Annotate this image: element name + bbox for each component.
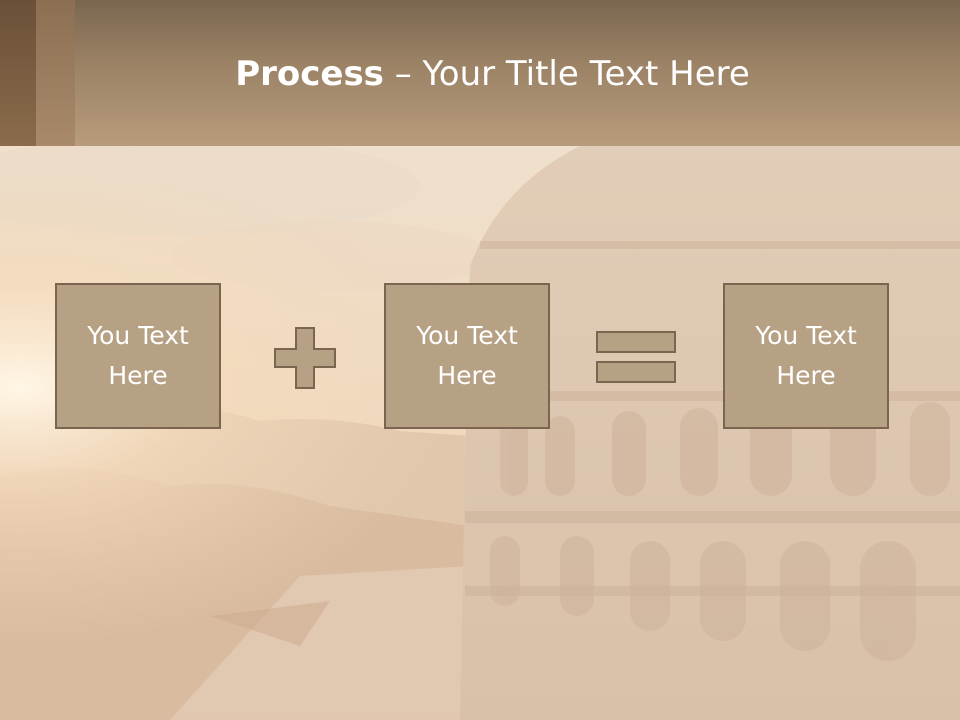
process-box-2[interactable]: You Text Here — [384, 283, 550, 429]
equals-icon — [596, 331, 676, 383]
process-box-text: You Text Here — [755, 321, 857, 390]
plus-icon — [274, 327, 336, 389]
slide-title: Process – Your Title Text Here — [75, 48, 910, 100]
process-box-text: You Text Here — [416, 321, 518, 390]
title-bold: Process — [235, 54, 384, 94]
header-accent — [0, 0, 75, 146]
process-box-text: You Text Here — [87, 321, 189, 390]
title-rest: – Your Title Text Here — [383, 54, 750, 94]
process-box-1[interactable]: You Text Here — [55, 283, 221, 429]
header-bar: Process – Your Title Text Here — [0, 0, 960, 146]
background-photo — [0, 146, 960, 720]
process-box-3[interactable]: You Text Here — [723, 283, 889, 429]
